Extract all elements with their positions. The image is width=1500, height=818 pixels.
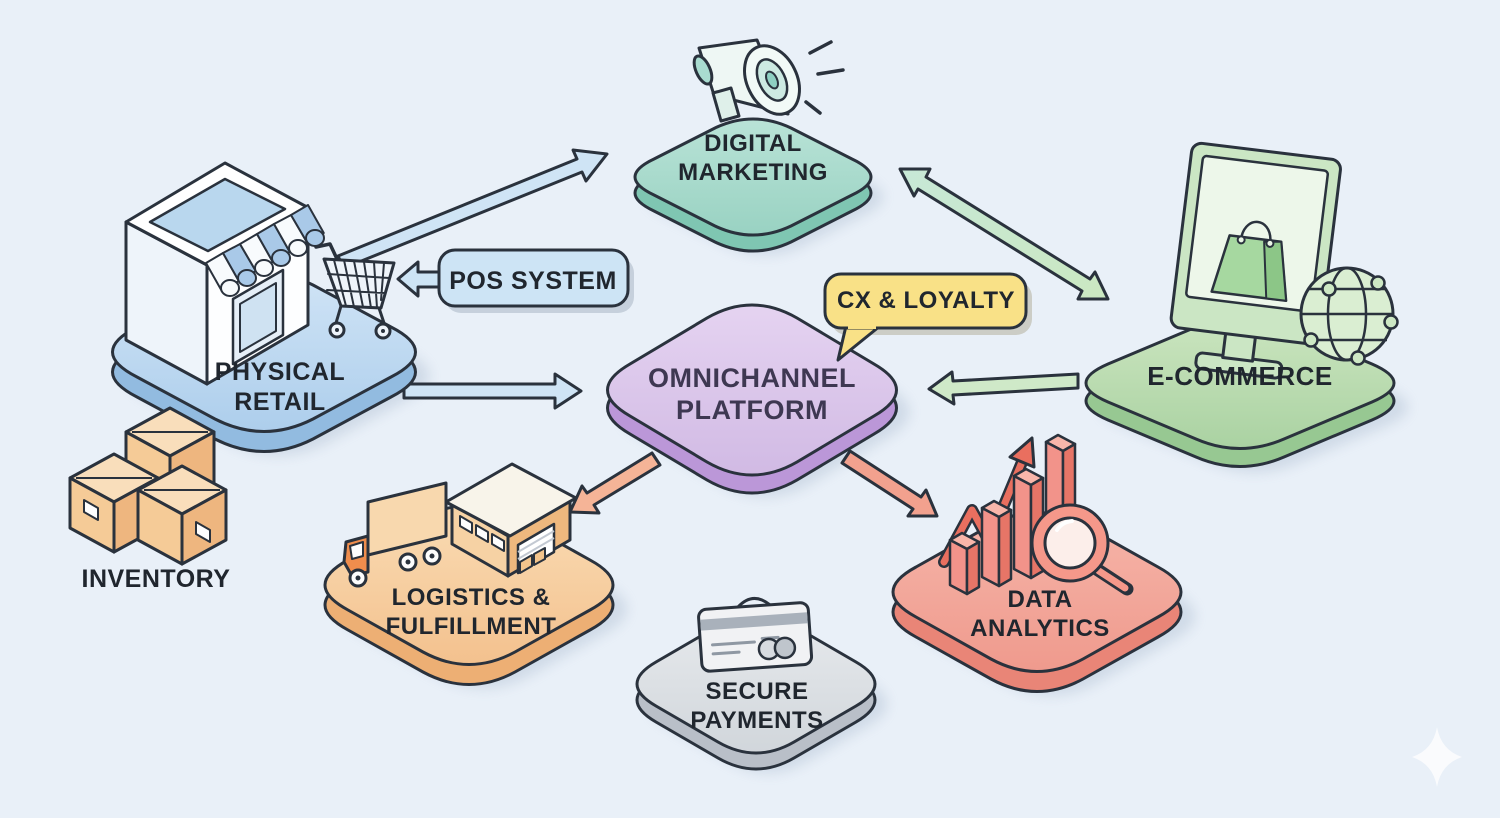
arrow-retail-to-marketing	[336, 148, 609, 270]
pos-system-box	[437, 248, 630, 308]
sparkle-icon	[1412, 727, 1462, 787]
node-logistics-fulfillment	[323, 462, 615, 686]
arrow-ecommerce-to-platform	[927, 370, 1080, 406]
callout-pos-system	[396, 248, 634, 313]
label-logistics-fulfillment: LOGISTICS & FULFILLMENT	[385, 584, 557, 640]
node-digital-marketing	[633, 38, 873, 253]
node-e-commerce	[1084, 141, 1399, 468]
arrow-platform-to-logistics	[568, 451, 662, 515]
callout-cx-loyalty	[823, 272, 1032, 362]
monitor-shopping-bag-icon	[1169, 141, 1342, 380]
label-omnichannel-platform: OMNICHANNEL PLATFORM	[648, 363, 856, 426]
label-digital-marketing: DIGITAL MARKETING	[678, 130, 828, 186]
node-data-analytics	[891, 433, 1183, 693]
credit-card-icon	[697, 596, 814, 673]
truck-icon	[342, 481, 448, 588]
arrow-marketing-ecommerce-bidirectional	[898, 167, 1110, 301]
node-physical-retail	[111, 161, 417, 453]
shopping-cart-icon	[314, 242, 396, 340]
megaphone-icon	[692, 38, 845, 123]
storefront-icon	[124, 161, 325, 386]
arrow-platform-to-analytics	[840, 449, 939, 518]
cx-loyalty-box	[823, 272, 1028, 330]
pos-system-arrow	[396, 260, 443, 298]
label-data-analytics: DATA ANALYTICS	[970, 586, 1110, 642]
boxes-icon	[68, 406, 228, 566]
warehouse-icon	[444, 462, 578, 578]
speed-lines-icon	[804, 40, 845, 115]
node-secure-payments	[635, 596, 877, 771]
bar-chart-magnifier-icon	[938, 433, 1134, 596]
label-secure-payments: SECURE PAYMENTS	[690, 678, 824, 734]
cx-loyalty-joint	[848, 323, 876, 329]
label-physical-retail: PHYSICAL RETAIL	[214, 358, 346, 416]
globe-icon	[1299, 266, 1399, 366]
arrow-retail-to-platform	[402, 372, 583, 410]
label-pos-system: POS SYSTEM	[449, 267, 617, 295]
label-inventory: INVENTORY	[81, 565, 231, 593]
label-cx-loyalty: CX & LOYALTY	[836, 287, 1016, 314]
label-e-commerce: E-COMMERCE	[1147, 361, 1333, 391]
